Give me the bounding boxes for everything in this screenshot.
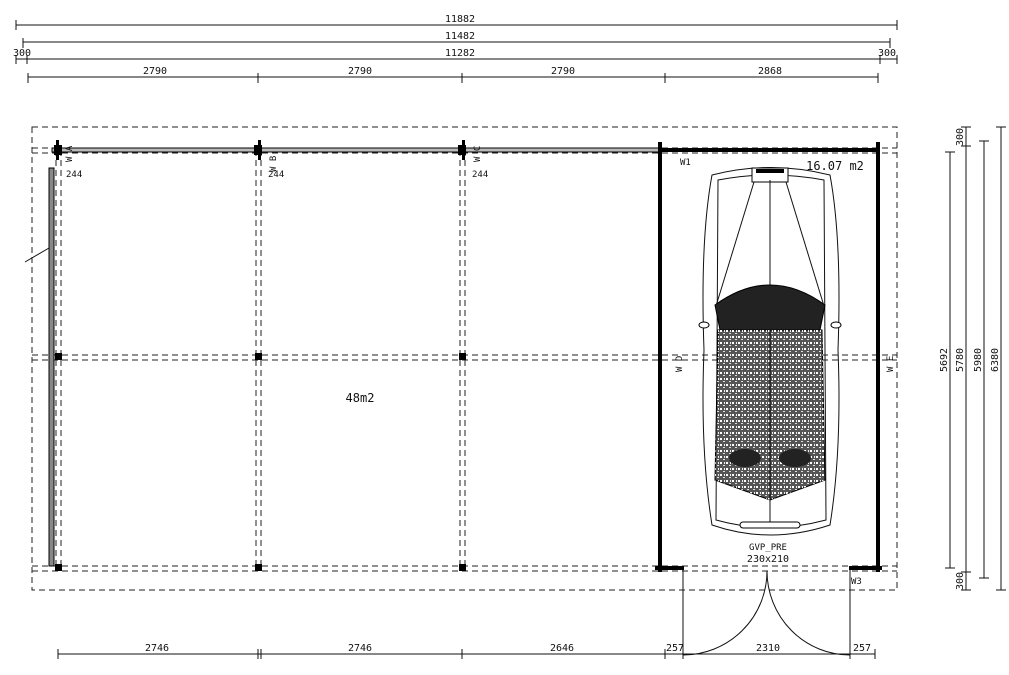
dim-right-1: 5692 bbox=[939, 348, 950, 372]
garage-area-label: 16.07 m2 bbox=[806, 159, 864, 173]
wall-marker-d: W D bbox=[675, 356, 685, 372]
dim-bottom-4: 257 bbox=[666, 643, 684, 654]
dim-bottom-6: 257 bbox=[853, 643, 871, 654]
dim-bay-3: 2790 bbox=[551, 66, 575, 77]
dim-bottom-1: 2746 bbox=[145, 643, 169, 654]
dim-right-top-overhang: 300 bbox=[955, 128, 966, 146]
carport-area-label: 48m2 bbox=[346, 391, 375, 405]
door-size-label: 230x210 bbox=[747, 554, 789, 565]
wall-marker-c: W C bbox=[473, 146, 483, 162]
dim-inner: 11282 bbox=[445, 48, 475, 59]
post-offset-b: 244 bbox=[268, 170, 284, 180]
left-wall bbox=[48, 167, 55, 567]
garage-walls bbox=[655, 142, 882, 572]
dim-bay-4: 2868 bbox=[758, 66, 782, 77]
wall-marker-w3: W3 bbox=[851, 577, 862, 587]
dim-left-overhang: 300 bbox=[13, 48, 31, 59]
wall-marker-b: W B bbox=[269, 156, 279, 172]
door-type-label: GVP_PRE bbox=[749, 543, 787, 553]
dim-right-overhang: 300 bbox=[878, 48, 896, 59]
posts bbox=[54, 140, 466, 571]
dim-right-2: 5780 bbox=[955, 348, 966, 372]
dim-right-bottom-overhang: 300 bbox=[955, 572, 966, 590]
dim-bay-2: 2790 bbox=[348, 66, 372, 77]
dim-right-3: 5980 bbox=[973, 348, 984, 372]
right-dimensions: 5692 5780 5980 6380 300 300 bbox=[939, 126, 1006, 591]
wall-marker-w1: W1 bbox=[680, 158, 691, 168]
roof-outline bbox=[31, 126, 898, 591]
dim-outer: 11482 bbox=[445, 31, 475, 42]
top-beam bbox=[51, 147, 661, 153]
dim-bay-1: 2790 bbox=[143, 66, 167, 77]
dim-bottom-3: 2646 bbox=[550, 643, 574, 654]
dim-bottom-2: 2746 bbox=[348, 643, 372, 654]
dim-bottom-5: 2310 bbox=[756, 643, 780, 654]
wall-marker-e: W E bbox=[886, 356, 896, 372]
post-offset-a: 244 bbox=[66, 170, 82, 180]
bottom-dimensions: 2746 2746 2646 257 2310 257 bbox=[57, 643, 876, 659]
dim-overall: 11882 bbox=[445, 14, 475, 25]
post-offset-c: 244 bbox=[472, 170, 488, 180]
top-dimensions: 11882 11482 11282 300 300 2790 2790 2790… bbox=[13, 14, 898, 83]
wall-marker-a: W A bbox=[65, 145, 75, 162]
car-top-view bbox=[698, 167, 842, 536]
dim-right-4: 6380 bbox=[990, 348, 1001, 372]
garage-door-swing bbox=[682, 570, 851, 656]
